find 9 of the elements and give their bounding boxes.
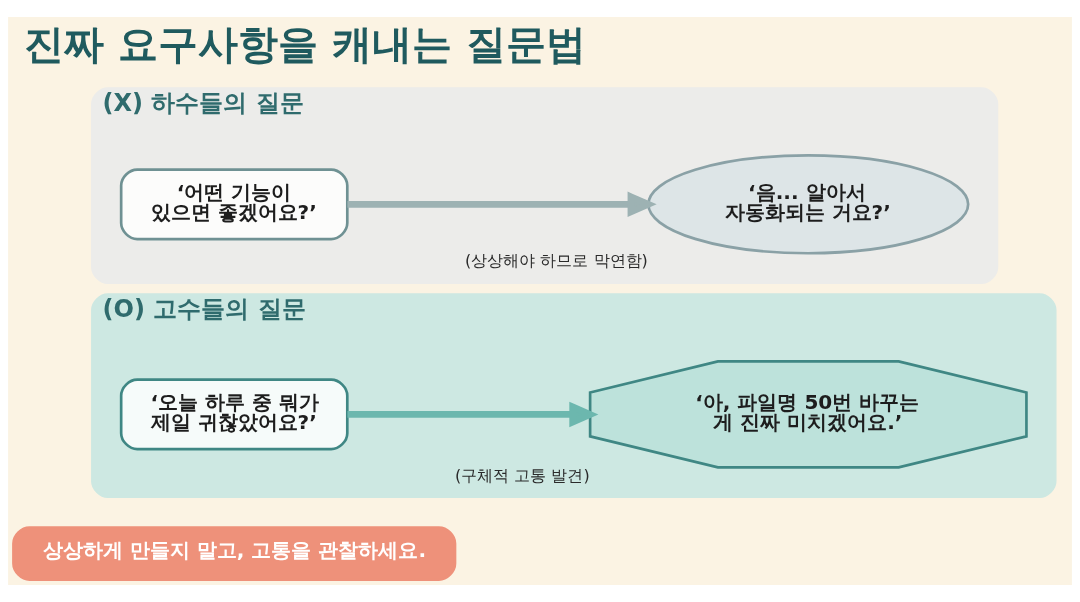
- arrow: [347, 191, 657, 218]
- node-label: (구체적 고통 발견): [455, 465, 590, 485]
- arrow: [347, 401, 599, 428]
- node-ellipse: ‘음... 알아서 자동화되는 거요?’: [647, 154, 970, 255]
- node-box: 상상하게 만들지 말고, 고통을 관찰하세요.: [12, 526, 457, 581]
- node-box: ‘어떤 기능이 있으면 좋겠어요?’: [119, 168, 349, 241]
- diagram-title: 진짜 요구사항을 캐내는 질문법: [24, 21, 587, 68]
- node-box: ‘오늘 하루 중 뭐가 제일 귀찮았어요?’: [119, 378, 349, 451]
- node-label: (상상해야 하므로 막연함): [465, 251, 648, 271]
